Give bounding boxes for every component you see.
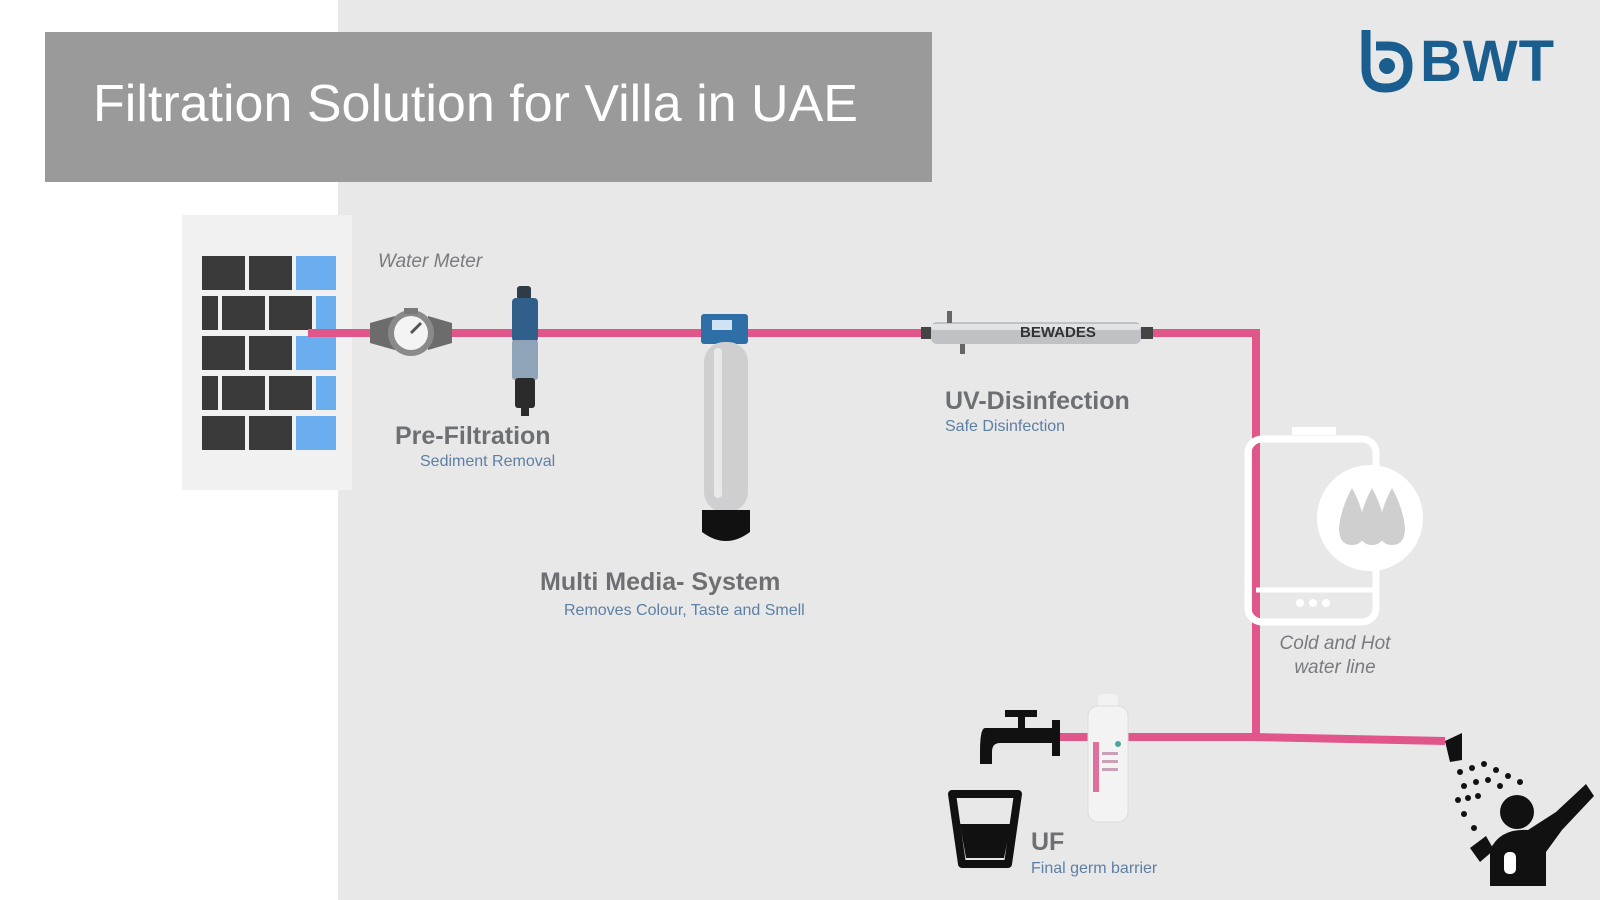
pre-filter-icon	[512, 286, 538, 416]
multi-media-tank-icon	[701, 314, 750, 541]
boiler-label: Cold and Hot water line	[1279, 633, 1391, 678]
multi-media-title: Multi Media- System	[540, 568, 781, 596]
tap-icon	[980, 710, 1060, 764]
multi-media-subtitle: Removes Colour, Taste and Smell	[564, 602, 805, 619]
page-title: Filtration Solution for Villa in UAE	[93, 75, 858, 133]
glass-icon	[948, 790, 1022, 868]
water-meter-label: Water Meter	[378, 251, 483, 272]
uf-title: UF	[1031, 828, 1065, 856]
pre-filtration-title: Pre-Filtration	[395, 422, 551, 450]
uv-subtitle: Safe Disinfection	[945, 418, 1066, 435]
shower-icon	[1445, 733, 1594, 886]
water-heater-icon	[1244, 427, 1423, 626]
pre-filtration-subtitle: Sediment Removal	[420, 453, 556, 470]
uf-cartridge-icon	[1087, 694, 1129, 823]
brick-wall-icon	[202, 256, 336, 450]
bwt-logo-icon	[1361, 30, 1413, 93]
uf-subtitle: Final germ barrier	[1031, 860, 1158, 877]
uv-title: UV-Disinfection	[945, 387, 1130, 415]
uv-device-label: BEWADES	[1020, 324, 1096, 341]
title-banner: Filtration Solution for Villa in UAE	[45, 32, 932, 182]
water-meter-icon	[370, 308, 452, 356]
uv-unit-icon	[921, 311, 1153, 354]
bwt-logo-text: BWT	[1420, 29, 1556, 94]
